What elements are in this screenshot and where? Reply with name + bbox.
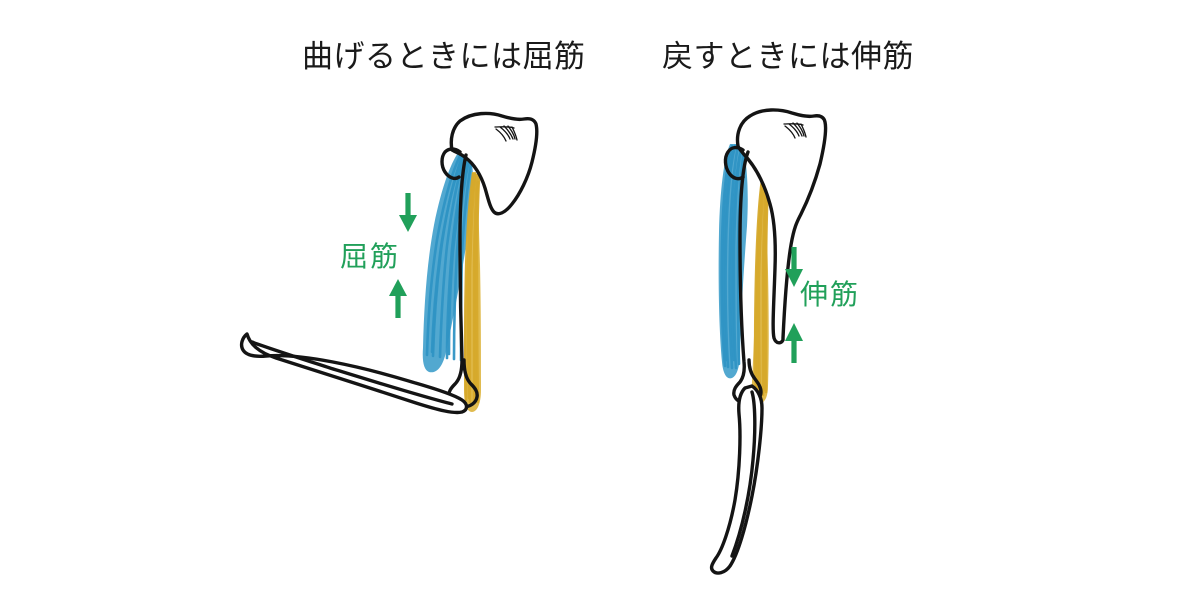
scapula-hatch-right: [783, 122, 807, 139]
arrow-up-extensor: [785, 323, 803, 363]
panel-title-extension: 戻すときには伸筋: [662, 39, 914, 75]
humerus-right: [732, 150, 763, 405]
arrow-up-flexor: [389, 279, 407, 318]
arrow-down-flexor: [399, 193, 417, 232]
humeral-head-left: [440, 147, 462, 181]
arrow-down-extensor: [785, 247, 803, 287]
forearm-right: [709, 384, 764, 575]
panel-extension-artwork: [709, 108, 828, 575]
scapula-hatch-left: [494, 125, 518, 142]
forearm-inner-line-right: [730, 390, 757, 558]
panel-flexion-artwork: [239, 111, 539, 415]
humeral-head-right: [723, 145, 745, 181]
panel-title-flexion: 曲げるときには屈筋: [302, 39, 586, 75]
forearm-inner-line-left: [250, 340, 454, 406]
extensor-muscle-right: [751, 178, 770, 404]
scapula-right: [735, 108, 828, 345]
muscle-label-extensor: 伸筋: [800, 278, 861, 311]
muscle-label-flexor: 屈筋: [340, 240, 401, 273]
